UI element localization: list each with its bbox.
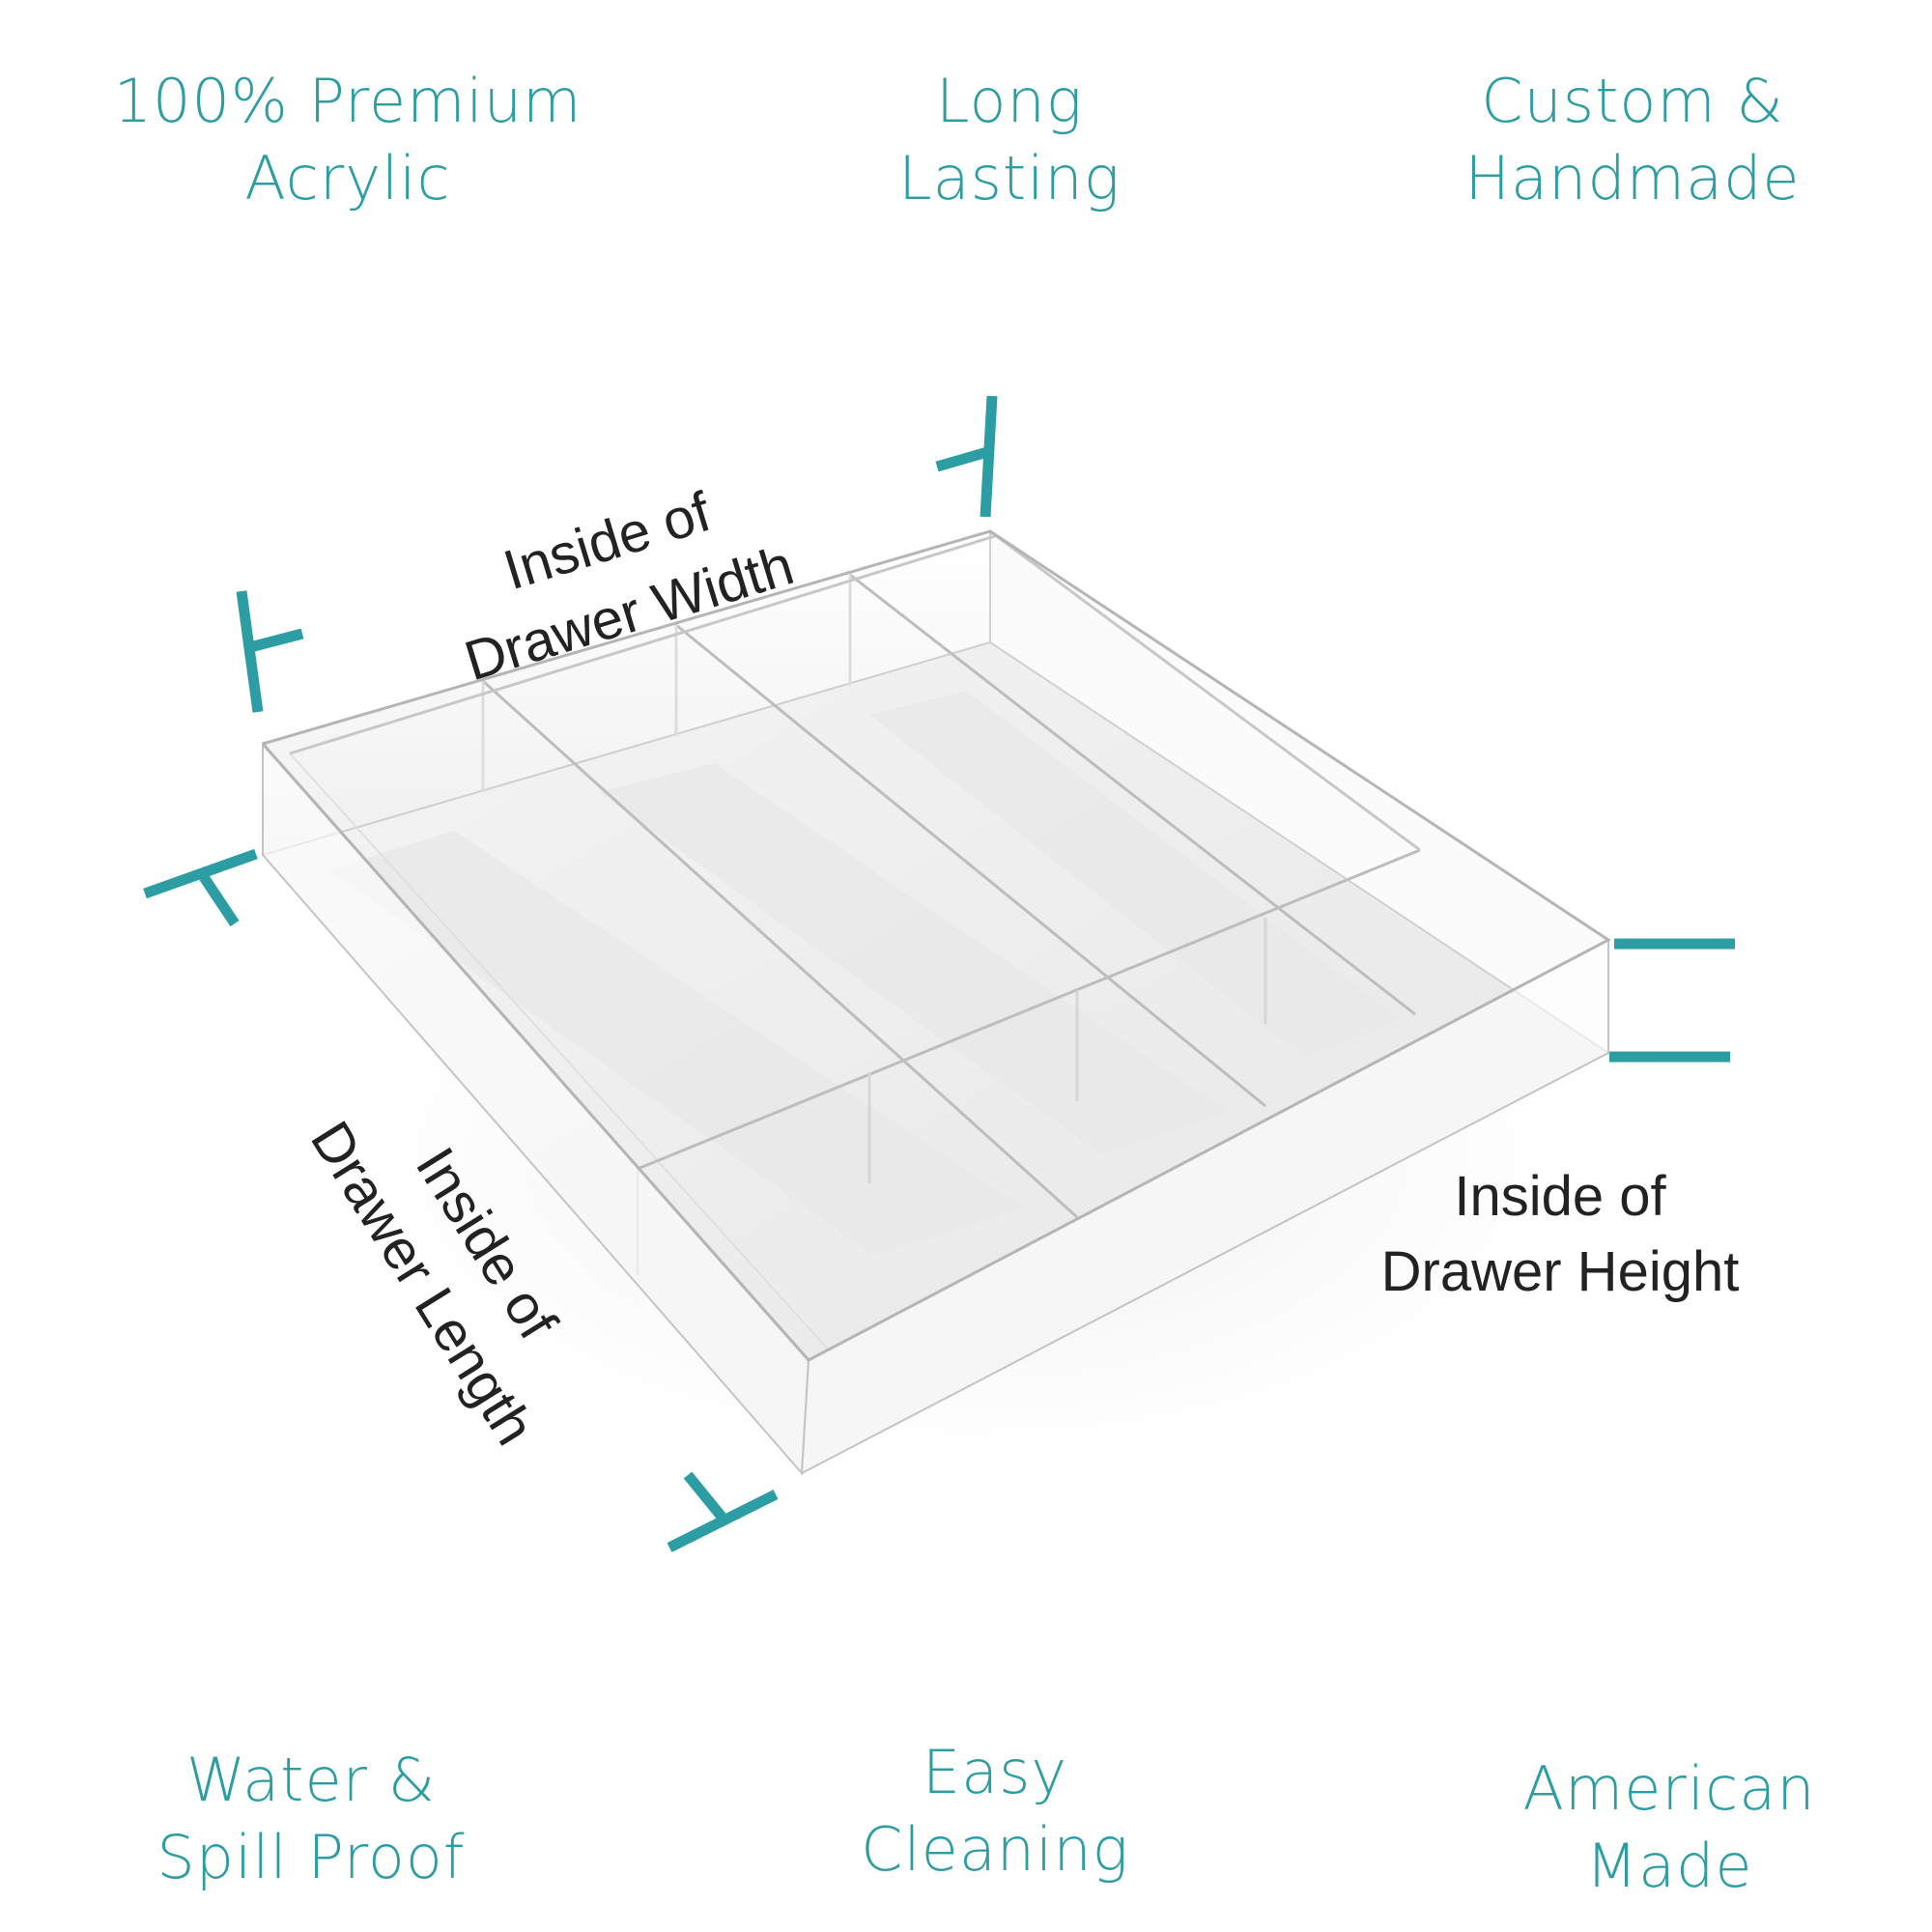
width-end-marker: [935, 395, 998, 518]
feature-line: 100% Premium: [113, 66, 582, 136]
feature-line: Spill Proof: [156, 1822, 466, 1892]
feature-line: Easy: [922, 1737, 1068, 1807]
feature-line: Handmade: [1464, 143, 1801, 213]
feature-line: Water &: [185, 1745, 437, 1815]
compartment-floor-bands: [328, 691, 1401, 1256]
drawer-floor: [263, 642, 1608, 1473]
feature-line: Lasting: [898, 143, 1121, 213]
feature-line: Cleaning: [861, 1814, 1129, 1885]
feature-water-spill-proof: Water & Spill Proof: [21, 1742, 601, 1896]
dimension-line: Inside of: [1454, 1165, 1666, 1228]
feature-american-made: American Made: [1379, 1750, 1932, 1905]
width-start-marker: [236, 590, 304, 713]
feature-line: Made: [1585, 1831, 1753, 1901]
feature-line: Long: [936, 66, 1083, 136]
dimension-label-height: Inside of Drawer Height: [1352, 1159, 1768, 1310]
feature-long-lasting: Long Lasting: [720, 63, 1299, 217]
feature-easy-cleaning: Easy Cleaning: [705, 1734, 1285, 1889]
dimension-markers: [143, 395, 1735, 1552]
drawer-top-rim: [261, 529, 1611, 1362]
feature-line: Custom &: [1481, 66, 1784, 136]
dimension-line: Drawer Height: [1380, 1240, 1740, 1303]
length-end-marker: [667, 1471, 779, 1552]
feature-custom-handmade: Custom & Handmade: [1343, 63, 1922, 217]
feature-line: Acrylic: [244, 143, 451, 213]
feature-line: American: [1522, 1753, 1816, 1824]
length-start-marker: [143, 848, 258, 927]
feature-premium-acrylic: 100% Premium Acrylic: [58, 63, 638, 217]
